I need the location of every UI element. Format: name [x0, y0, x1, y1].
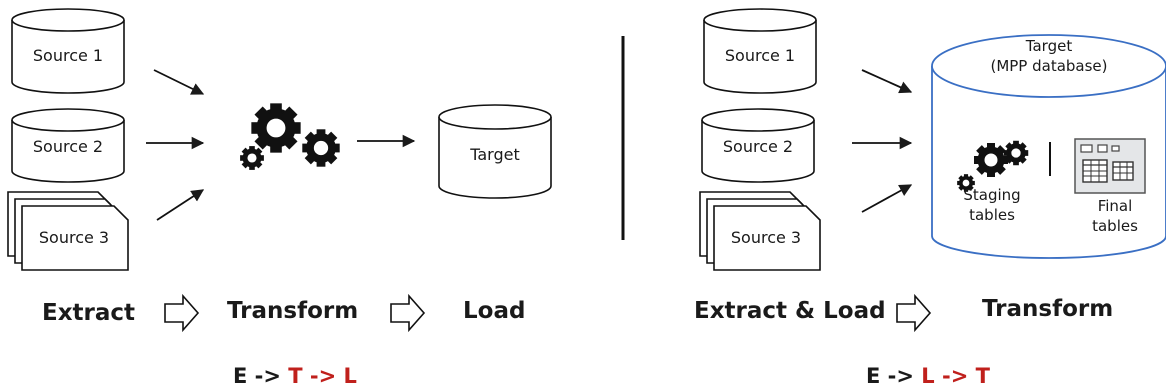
final-line2: tables	[1092, 217, 1138, 235]
target-cylinder-icon	[438, 104, 552, 199]
staging-tables-label: Staging tables	[950, 185, 1034, 225]
arrow-source1-to-transform	[153, 69, 205, 95]
target-label: Target	[470, 145, 520, 164]
right-source-2-cylinder-icon	[701, 108, 815, 183]
right-source-3-label: Source 3	[730, 228, 802, 247]
final-line1: Final	[1097, 197, 1133, 215]
source-1-cylinder-icon	[11, 8, 125, 94]
staging-line1: Staging	[963, 186, 1021, 204]
final-tables-label: Final tables	[1080, 196, 1150, 236]
table-grid-icon	[1074, 138, 1146, 194]
mpp-target-title-line2: (MPP database)	[990, 57, 1108, 75]
formula-etl-e: E ->	[233, 364, 281, 388]
source-3-document-stack-icon	[7, 191, 129, 271]
phase-extract-load: Extract & Load	[694, 298, 886, 324]
source-1-label: Source 1	[32, 46, 104, 65]
right-source-1-cylinder-icon	[703, 8, 817, 94]
right-source-3-document-stack-icon	[699, 191, 821, 271]
mpp-target-title: Target (MPP database)	[982, 36, 1116, 76]
formula-elt-first: L ->	[921, 364, 969, 388]
staging-line2: tables	[969, 206, 1015, 224]
source-3-label: Source 3	[38, 228, 110, 247]
right-source-1-label: Source 1	[724, 46, 796, 65]
hollow-arrow-icon-extract-transform	[164, 293, 200, 333]
formula-etl-second: L	[343, 364, 357, 388]
arrow-source3-to-transform	[156, 189, 205, 221]
mpp-target-title-line1: Target	[1025, 37, 1073, 55]
phase-transform: Transform	[227, 298, 359, 324]
right-source-2-label: Source 2	[722, 137, 794, 156]
hollow-arrow-icon-transform-load	[390, 293, 426, 333]
phase-load: Load	[463, 298, 526, 324]
formula-elt-e: E ->	[866, 364, 914, 388]
source-2-cylinder-icon	[11, 108, 125, 183]
formula-elt: E -> L -> T	[866, 364, 990, 388]
formula-etl: E -> T -> L	[233, 364, 357, 388]
arrow-r-source3-to-target	[861, 184, 913, 213]
source-2-label: Source 2	[32, 137, 104, 156]
arrow-r-source1-to-target	[861, 69, 913, 94]
formula-etl-first: T ->	[288, 364, 337, 388]
gears-icon	[240, 103, 340, 170]
phase-right-transform: Transform	[982, 296, 1114, 322]
phase-extract: Extract	[42, 300, 136, 326]
formula-elt-second: T	[975, 364, 990, 388]
hollow-arrow-icon-extractload-transform	[896, 293, 932, 333]
